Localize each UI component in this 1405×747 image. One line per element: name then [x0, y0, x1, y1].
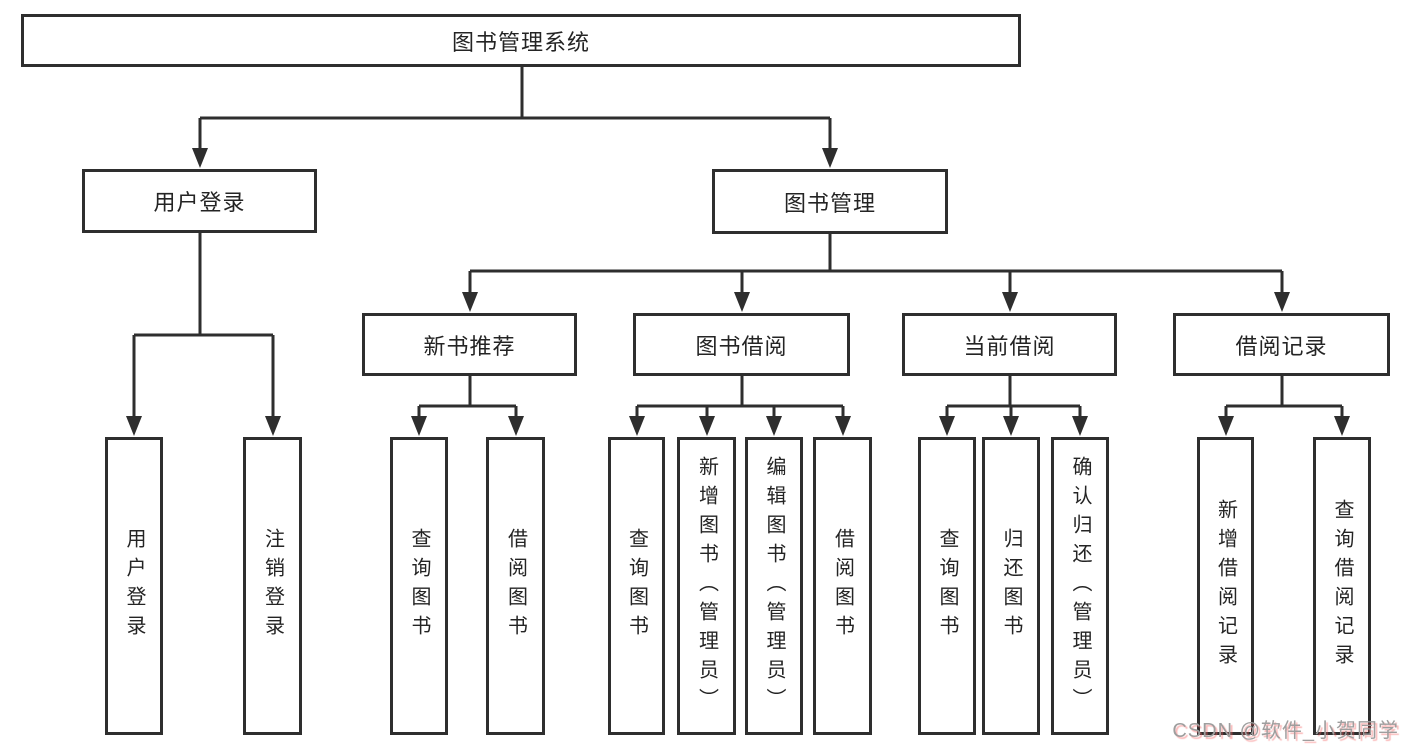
- node-label: 查询图书: [936, 528, 958, 644]
- node-borrowing-records: 借阅记录: [1173, 313, 1390, 376]
- node-label: 归还图书: [1000, 528, 1022, 644]
- node-label: 当前借阅: [963, 333, 1056, 359]
- leaf-borrow-books-recommend: 借阅图书: [486, 437, 545, 735]
- leaf-query-books-recommend: 查询图书: [390, 437, 448, 735]
- arrow-down-icon: [822, 148, 838, 168]
- arrow-down-icon: [699, 416, 715, 436]
- node-book-management: 图书管理: [712, 169, 948, 234]
- arrow-down-icon: [265, 416, 281, 436]
- arrow-down-icon: [766, 416, 782, 436]
- node-label: 新增借阅记录: [1214, 499, 1237, 673]
- node-label: 图书管理系统: [451, 29, 590, 55]
- node-label: 查询图书: [625, 528, 648, 644]
- arrow-down-icon: [939, 416, 955, 436]
- node-label: 新增图书（管理员）: [695, 455, 718, 717]
- node-label: 用户登录: [153, 190, 246, 215]
- arrow-down-icon: [192, 148, 208, 168]
- arrow-down-icon: [629, 416, 645, 436]
- node-label: 借阅记录: [1235, 333, 1328, 359]
- arrow-down-icon: [1072, 416, 1088, 436]
- arrow-down-icon: [411, 416, 427, 436]
- leaf-return-books: 归还图书: [982, 437, 1040, 735]
- node-label: 借阅图书: [831, 528, 854, 644]
- arrow-down-icon: [1002, 292, 1018, 312]
- node-book-borrowing: 图书借阅: [633, 313, 850, 376]
- arrow-down-icon: [508, 416, 524, 436]
- leaf-query-borrow-record: 查询借阅记录: [1313, 437, 1371, 735]
- arrow-down-icon: [835, 416, 851, 436]
- node-library-management-system: 图书管理系统: [21, 14, 1021, 67]
- leaf-borrow-books: 借阅图书: [813, 437, 872, 735]
- leaf-query-books-current: 查询图书: [918, 437, 976, 735]
- node-label: 编辑图书（管理员）: [763, 455, 785, 717]
- node-label: 图书借阅: [695, 333, 788, 359]
- leaf-confirm-return-admin: 确认归还（管理员）: [1051, 437, 1109, 735]
- node-user-login: 用户登录: [82, 169, 317, 233]
- arrow-down-icon: [1274, 292, 1290, 312]
- arrow-down-icon: [126, 416, 142, 436]
- node-label: 确认归还（管理员）: [1069, 455, 1091, 717]
- node-label: 新书推荐: [423, 333, 516, 359]
- leaf-user-login: 用户登录: [105, 437, 163, 735]
- leaf-add-books-admin: 新增图书（管理员）: [677, 437, 736, 735]
- leaf-logout: 注销登录: [243, 437, 302, 735]
- node-new-book-recommend: 新书推荐: [362, 313, 577, 376]
- arrow-down-icon: [1218, 416, 1234, 436]
- node-label: 查询借阅记录: [1331, 499, 1353, 673]
- node-current-borrowing: 当前借阅: [902, 313, 1117, 376]
- connector-lines: [132, 67, 1344, 421]
- arrowheads: [126, 148, 1350, 436]
- leaf-query-books-borrowing: 查询图书: [608, 437, 665, 735]
- leaf-add-borrow-record: 新增借阅记录: [1197, 437, 1254, 735]
- node-label: 用户登录: [123, 528, 145, 644]
- leaf-edit-books-admin: 编辑图书（管理员）: [745, 437, 803, 735]
- node-label: 注销登录: [261, 528, 284, 644]
- csdn-watermark: CSDN @软件_小贺同学: [1172, 720, 1399, 742]
- node-label: 借阅图书: [504, 528, 527, 644]
- arrow-down-icon: [1334, 416, 1350, 436]
- arrow-down-icon: [462, 292, 478, 312]
- arrow-down-icon: [1003, 416, 1019, 436]
- arrow-down-icon: [734, 292, 750, 312]
- node-label: 查询图书: [408, 528, 430, 644]
- node-label: 图书管理: [783, 190, 876, 216]
